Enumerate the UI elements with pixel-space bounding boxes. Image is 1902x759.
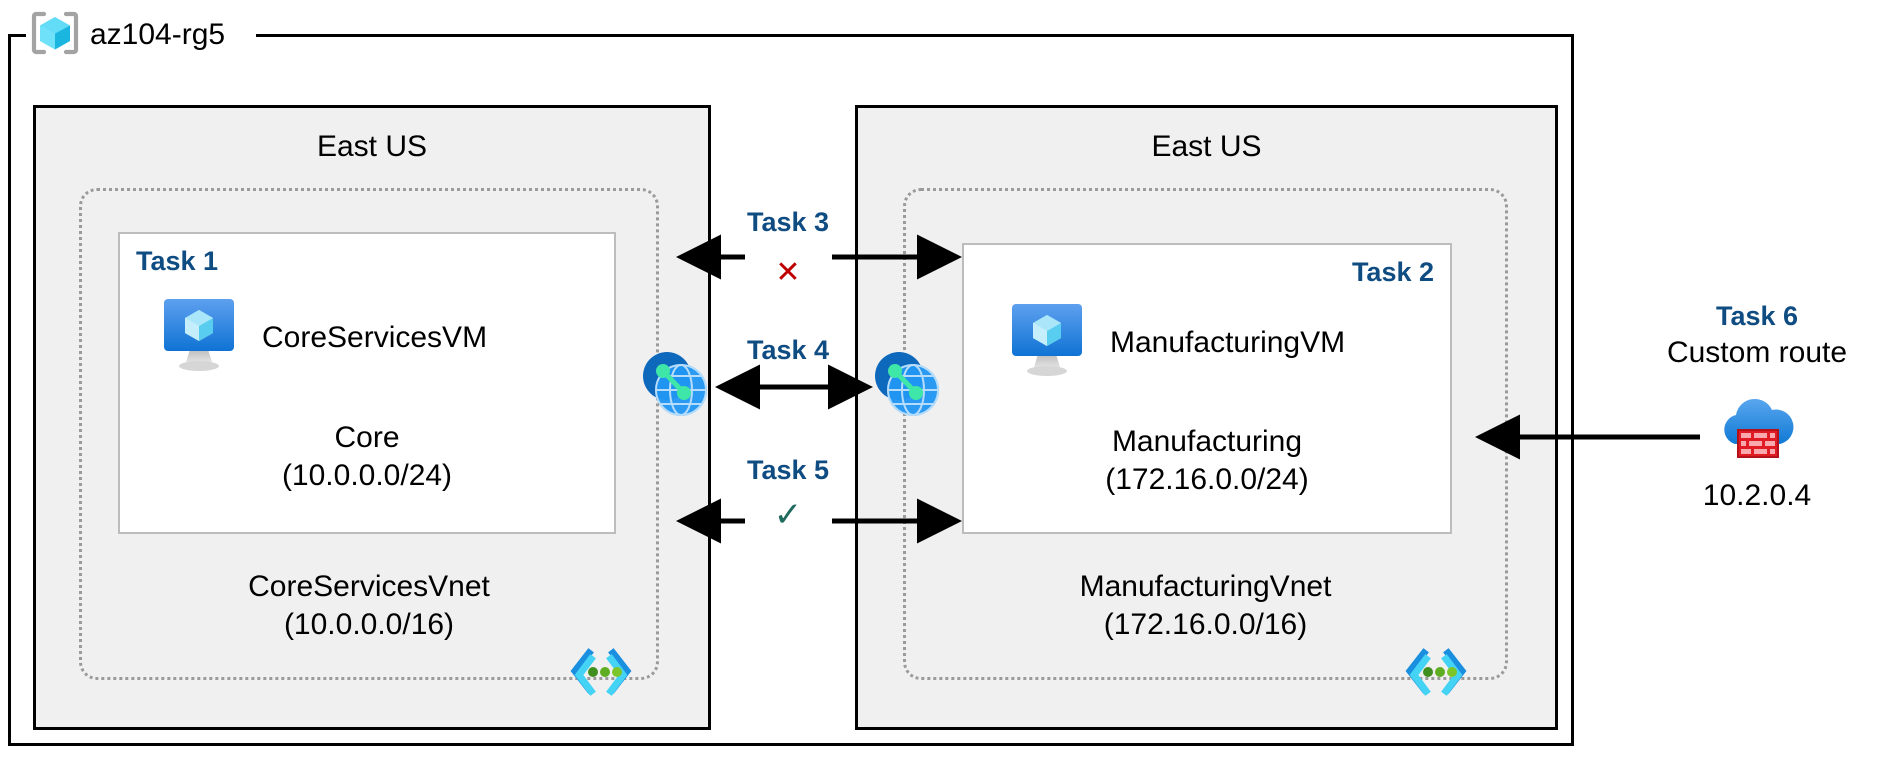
task-6-block: Task 6 Custom route <box>1612 300 1902 513</box>
vnet-box-left <box>79 188 659 680</box>
task-6-subtitle: Custom route <box>1666 336 1848 370</box>
task-3-heading: Task 3 <box>746 207 830 237</box>
vnet-label-left: CoreServicesVnet (10.0.0.0/16) <box>248 570 490 642</box>
vnet-subnet-icon <box>565 645 637 697</box>
virtual-machine-icon <box>1006 301 1088 384</box>
resource-group-title: az104-rg5 <box>30 6 225 64</box>
region-title-right: East US <box>1151 130 1262 163</box>
virtual-machine-icon <box>158 296 240 379</box>
task-6-ip-address: 10.2.0.4 <box>1702 478 1812 512</box>
task-2-label: Task 2 <box>1351 257 1434 287</box>
vnet-label-right: ManufacturingVnet (172.16.0.0/16) <box>1079 570 1332 642</box>
vm-row-left: CoreServicesVM <box>158 296 487 379</box>
subnet-box-left: Task 1 <box>118 232 616 534</box>
vnet-subnet-icon <box>1400 645 1472 697</box>
vm-name-left: CoreServicesVM <box>262 320 488 354</box>
azure-firewall-icon <box>1707 386 1807 467</box>
subnet-label-left: Core (10.0.0.0/24) <box>281 421 453 493</box>
task-3-blocked-mark: ✕ <box>775 256 801 289</box>
vnet-peering-icon <box>868 345 944 421</box>
subnet-box-right: Task 2 <box>962 243 1452 534</box>
vnet-peering-icon <box>636 345 712 421</box>
task-5-allowed-mark: ✓ <box>773 496 803 534</box>
task-4-heading: Task 4 <box>746 335 830 365</box>
azure-resource-group-icon <box>30 8 80 63</box>
task-6-heading: Task 6 <box>1715 301 1799 331</box>
resource-group-name: az104-rg5 <box>90 18 226 51</box>
task-1-label: Task 1 <box>136 246 219 276</box>
task-5-heading: Task 5 <box>746 455 830 485</box>
resource-group-frame <box>8 34 1574 746</box>
vm-row-right: ManufacturingVM <box>1006 301 1345 384</box>
vm-name-right: ManufacturingVM <box>1110 325 1346 359</box>
region-title-left: East US <box>316 130 428 163</box>
subnet-label-right: Manufacturing (172.16.0.0/24) <box>1105 425 1309 497</box>
